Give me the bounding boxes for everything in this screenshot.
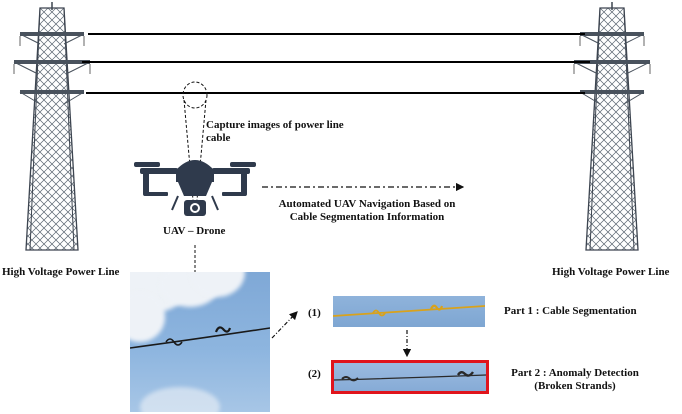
capture-focus-circle <box>182 81 208 109</box>
power-tower-icon <box>573 2 651 251</box>
camera-view-cone <box>196 99 207 201</box>
uav-label: UAV – Drone <box>163 225 226 237</box>
capture-label: Capture images of power line cable <box>206 119 344 145</box>
part2-label-line2: (Broken Strands) <box>534 380 616 392</box>
camera-view-cone <box>183 99 194 201</box>
anomaly-detection-image[interactable] <box>331 360 489 394</box>
navigation-label-line2: Cable Segmentation Information <box>289 211 445 223</box>
drone-icon <box>134 160 256 211</box>
segmented-cable <box>333 304 485 317</box>
navigation-label: Automated UAV Navigation Based on Cable … <box>262 198 472 224</box>
power-tower-icon <box>13 2 91 251</box>
tower-left-label: High Voltage Power Line <box>2 266 120 278</box>
navigation-label-line1: Automated UAV Navigation Based on <box>278 198 456 210</box>
part1-label: Part 1 : Cable Segmentation <box>504 305 637 317</box>
camera-icon <box>184 200 206 216</box>
part2-label-line1: Part 2 : Anomaly Detection <box>511 367 639 379</box>
part2-label: Part 2 : Anomaly Detection (Broken Stran… <box>500 367 650 393</box>
photo-cable <box>130 326 270 349</box>
segmentation-result-image <box>333 296 485 327</box>
captured-cable-photo <box>130 272 270 412</box>
photo-to-segmentation-arrow <box>271 311 298 339</box>
tower-right-label: High Voltage Power Line <box>552 266 670 278</box>
capture-label-line1: Capture images of power line <box>206 119 344 131</box>
anomaly-cable <box>334 371 486 382</box>
step2-marker: (2) <box>308 368 321 380</box>
step1-marker: (1) <box>308 307 321 319</box>
capture-label-line2: cable <box>206 132 231 144</box>
